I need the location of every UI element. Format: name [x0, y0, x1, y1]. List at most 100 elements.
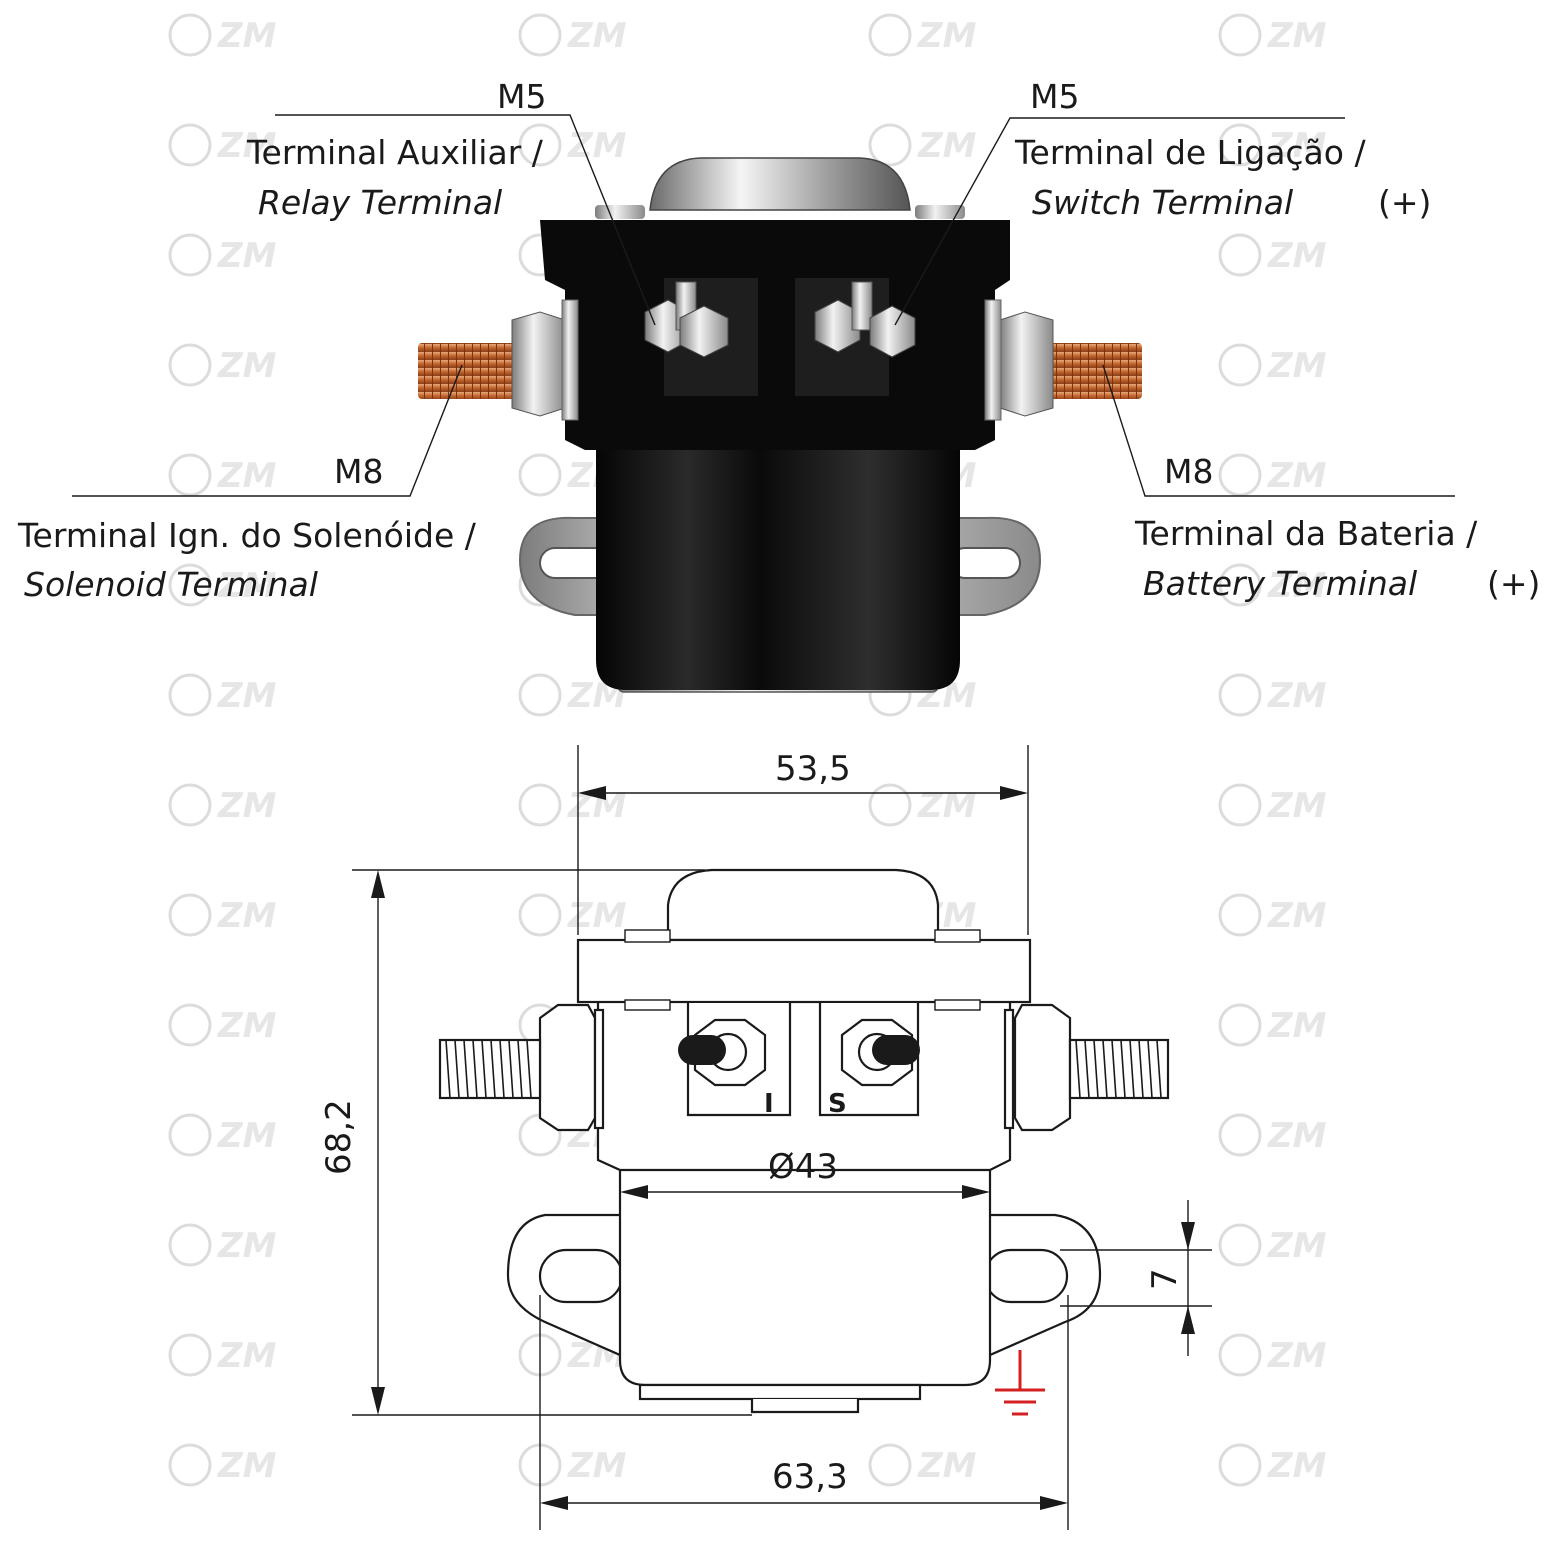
solenoid-photo — [418, 157, 1142, 693]
relay-thread-label: M5 — [497, 77, 546, 116]
svg-text:ZM: ZM — [917, 16, 977, 56]
thread-mark — [1156, 1039, 1162, 1099]
thread-mark — [472, 1039, 478, 1099]
svg-text:ZM: ZM — [1267, 346, 1327, 386]
terminal-s-stud — [840, 1018, 920, 1087]
zm-watermark-logo: ZM — [168, 1003, 277, 1047]
svg-text:ZM: ZM — [217, 1006, 277, 1046]
battery-polarity-label: (+) — [1487, 564, 1540, 603]
svg-text:ZM: ZM — [567, 16, 627, 56]
svg-text:ZM: ZM — [217, 236, 277, 276]
svg-text:ZM: ZM — [217, 1336, 277, 1376]
zm-watermark-logo: ZM — [868, 783, 977, 827]
thread-mark — [463, 1039, 469, 1099]
terminal-s-label: S — [828, 1089, 847, 1119]
zm-watermark-logo: ZM — [868, 13, 977, 57]
svg-text:ZM: ZM — [217, 346, 277, 386]
svg-text:ZM: ZM — [567, 1446, 627, 1486]
relay-terminal-stud — [644, 281, 729, 358]
thread-mark — [517, 1039, 523, 1099]
dimension-lines — [352, 745, 1212, 1530]
zm-watermark-logo: ZM — [1218, 123, 1327, 167]
battery-pt-label: Terminal da Bateria / — [1134, 514, 1478, 553]
battery-en-label: Battery Terminal — [1143, 564, 1417, 603]
svg-text:ZM: ZM — [217, 456, 277, 496]
svg-text:ZM: ZM — [1267, 1006, 1327, 1046]
zm-watermark-logo: ZM — [518, 13, 627, 57]
dim-width-top: 53,5 — [775, 749, 851, 789]
dim-height: 68,2 — [319, 1099, 359, 1175]
switch-terminal-stud — [814, 281, 916, 358]
svg-text:ZM: ZM — [1267, 676, 1327, 716]
dim-width-base: 63,3 — [772, 1457, 848, 1497]
left-thread-marks — [445, 1039, 532, 1099]
thread-mark — [1129, 1039, 1135, 1099]
zm-watermark-logo: ZM — [1218, 233, 1327, 277]
solenoid-thread-label: M8 — [334, 452, 383, 491]
zm-watermark-logo: ZM — [1218, 783, 1327, 827]
battery-terminal-callout: M8 Terminal da Bateria / Battery Termina… — [1134, 452, 1540, 603]
technical-drawing: I S — [438, 868, 1170, 1416]
zm-watermark-logo: ZM — [1218, 893, 1327, 937]
svg-text:ZM: ZM — [1267, 786, 1327, 826]
thread-mark — [481, 1039, 487, 1099]
thread-mark — [1120, 1039, 1126, 1099]
svg-text:ZM: ZM — [1267, 1226, 1327, 1266]
zm-watermark-logo: ZM — [168, 1443, 277, 1487]
zm-watermark-logo: ZM — [168, 1333, 277, 1377]
zm-watermark-logo: ZM — [1218, 673, 1327, 717]
solenoid-terminal-stud — [418, 299, 579, 421]
zm-watermark-logo: ZM — [168, 673, 277, 717]
svg-text:ZM: ZM — [1267, 456, 1327, 496]
zm-watermark-logo: ZM — [168, 783, 277, 827]
svg-text:ZM: ZM — [217, 16, 277, 56]
thread-mark — [1093, 1039, 1099, 1099]
zm-watermark-logo: ZM — [1218, 1113, 1327, 1157]
switch-terminal-callout: M5 Terminal de Ligação / Switch Terminal… — [1014, 77, 1431, 222]
thread-mark — [1138, 1039, 1144, 1099]
solenoid-pt-label: Terminal Ign. do Solenóide / — [17, 516, 477, 555]
svg-text:ZM: ZM — [1267, 126, 1327, 166]
thread-mark — [508, 1039, 514, 1099]
zm-watermark-logo: ZM — [1218, 1003, 1327, 1047]
thread-mark — [1147, 1039, 1153, 1099]
zm-watermark-logo: ZM — [1218, 343, 1327, 387]
zm-watermark-logo: ZM — [168, 343, 277, 387]
zm-watermark-logo: ZM — [168, 1113, 277, 1157]
svg-text:ZM: ZM — [217, 1446, 277, 1486]
svg-text:ZM: ZM — [217, 1116, 277, 1156]
svg-text:ZM: ZM — [1267, 1116, 1327, 1156]
switch-thread-label: M5 — [1030, 77, 1079, 116]
terminal-i-label: I — [764, 1089, 774, 1119]
battery-thread-label: M8 — [1164, 452, 1213, 491]
svg-text:ZM: ZM — [217, 896, 277, 936]
svg-text:ZM: ZM — [1267, 1336, 1327, 1376]
solenoid-en-label: Solenoid Terminal — [24, 565, 318, 604]
svg-text:ZM: ZM — [917, 786, 977, 826]
zm-watermark-logo: ZM — [168, 123, 277, 167]
zm-watermark-logo: ZM — [1218, 1443, 1327, 1487]
svg-text:ZM: ZM — [1267, 896, 1327, 936]
zm-watermark-logo: ZM — [868, 123, 977, 167]
zm-watermark-logo: ZM — [168, 453, 277, 497]
zm-watermark-logo: ZM — [868, 1443, 977, 1487]
zm-watermark-logo: ZM — [168, 893, 277, 937]
thread-mark — [454, 1039, 460, 1099]
svg-text:ZM: ZM — [917, 126, 977, 166]
zm-watermark-logo: ZM — [518, 783, 627, 827]
svg-text:ZM: ZM — [217, 1226, 277, 1266]
zm-watermark-logo: ZM — [1218, 1333, 1327, 1377]
thread-mark — [1111, 1039, 1117, 1099]
zm-watermark-logo: ZM — [168, 1223, 277, 1267]
svg-text:ZM: ZM — [917, 1446, 977, 1486]
switch-en-label: Switch Terminal — [1032, 183, 1293, 222]
zm-watermark-logo: ZM — [1218, 1223, 1327, 1267]
battery-terminal-stud — [984, 299, 1142, 421]
zm-watermark-logo: ZM — [168, 13, 277, 57]
zm-watermark-logo: ZM — [168, 563, 277, 607]
svg-text:ZM: ZM — [1267, 16, 1327, 56]
terminal-i-stud — [678, 1018, 767, 1087]
zm-watermark-logo: ZM — [168, 233, 277, 277]
callout-lines — [72, 114, 1455, 497]
